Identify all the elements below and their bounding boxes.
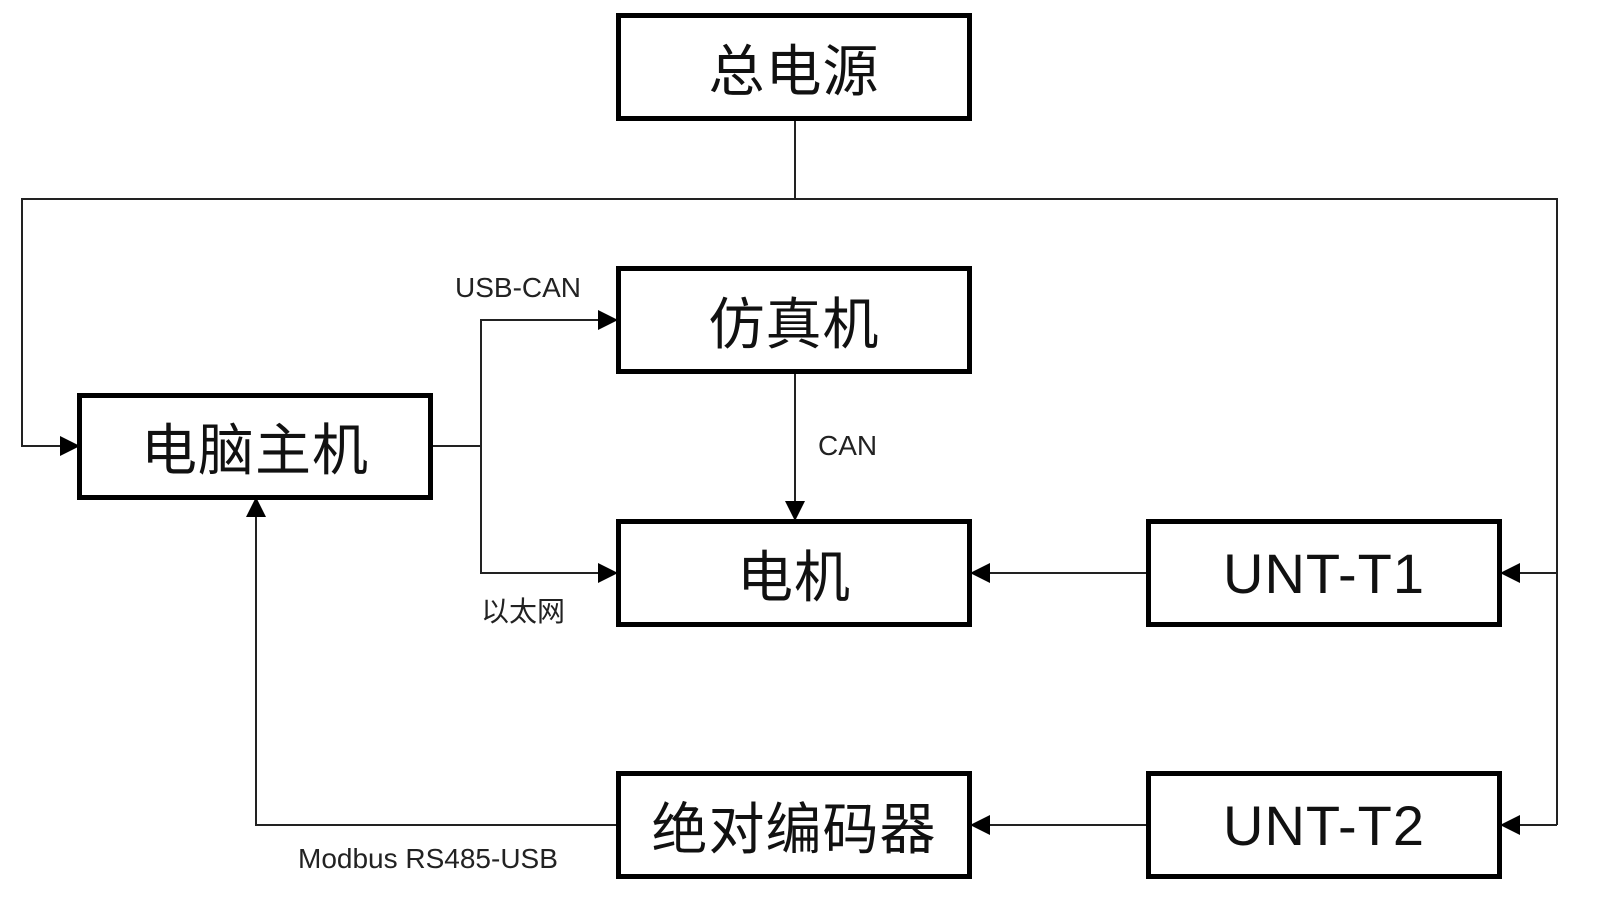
node-unt-t1: UNT-T1 — [1146, 519, 1502, 627]
node-simulator: 仿真机 — [616, 266, 972, 374]
edge-label-modbus: Modbus RS485-USB — [298, 843, 558, 874]
edge-label-ethernet: 以太网 — [481, 595, 566, 628]
node-encoder: 绝对编码器 — [616, 771, 972, 879]
node-pc-label: 电脑主机 — [141, 419, 369, 484]
node-power-label: 总电源 — [708, 39, 880, 105]
node-pc: 电脑主机 — [77, 393, 433, 500]
node-unt-t2: UNT-T2 — [1146, 771, 1502, 879]
node-motor-label: 电机 — [737, 545, 851, 611]
edge-power-to-pc — [21, 198, 795, 456]
edge-encoder-to-pc — [246, 497, 616, 826]
node-motor: 电机 — [616, 519, 972, 627]
node-unt-t1-label: UNT-T1 — [1223, 541, 1425, 605]
node-encoder-label: 绝对编码器 — [651, 797, 937, 863]
edge-pc-to-motor — [480, 446, 618, 583]
node-simulator-label: 仿真机 — [708, 292, 880, 358]
node-unt-t2-label: UNT-T2 — [1223, 793, 1425, 857]
edge-label-can: CAN — [818, 430, 878, 461]
edge-power-right-bus — [795, 198, 1558, 825]
edge-label-usb-can: USB-CAN — [455, 272, 582, 303]
node-power: 总电源 — [616, 13, 972, 121]
edge-pc-to-simulator — [432, 310, 618, 447]
